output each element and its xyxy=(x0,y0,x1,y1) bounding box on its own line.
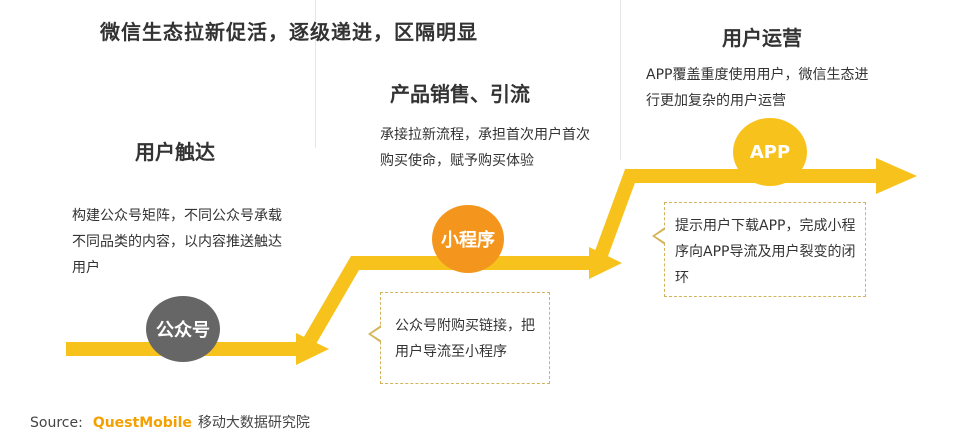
stage-3-title: 用户运营 xyxy=(722,26,802,50)
stage-2-note-text: 公众号附购买链接，把用户导流至小程序 xyxy=(395,318,535,360)
stage-2-description: 承接拉新流程，承担首次用户首次购买使命，赋予购买体验 xyxy=(380,127,590,169)
stage-1-circle-label: 公众号 xyxy=(156,320,210,341)
main-title: 微信生态拉新促活，逐级递进，区隔明显 xyxy=(100,20,478,44)
stage-2-note: 公众号附购买链接，把用户导流至小程序 xyxy=(368,292,550,384)
source-line: Source: QuestMobile 移动大数据研究院 xyxy=(30,412,310,432)
stage-3-circle-app: APP xyxy=(733,118,807,186)
source-org: 移动大数据研究院 xyxy=(197,415,310,431)
arrowhead-2 xyxy=(589,247,622,279)
source-brand: QuestMobile xyxy=(92,415,192,431)
stage-3-note-text: 提示用户下载APP，完成小程序向APP导流及用户裂变的闭环 xyxy=(675,218,856,286)
column-divider-2 xyxy=(620,0,621,160)
arrowhead-3 xyxy=(876,158,917,194)
source-label: Source: xyxy=(30,415,83,431)
arrowhead-1 xyxy=(296,333,329,365)
stage-1-title: 用户触达 xyxy=(135,140,215,164)
stage-3-circle-label: APP xyxy=(749,141,791,163)
stage-3-description: APP覆盖重度使用用户，微信生态进行更加复杂的用户运营 xyxy=(646,67,869,109)
stage-2-title: 产品销售、引流 xyxy=(390,82,530,106)
column-divider-1 xyxy=(315,0,316,148)
stage-2-circle-miniprogram: 小程序 xyxy=(432,205,504,273)
stage-3-note: 提示用户下载APP，完成小程序向APP导流及用户裂变的闭环 xyxy=(652,202,866,297)
stage-1-circle-gongzhonghao: 公众号 xyxy=(146,296,220,362)
stage-2-circle-label: 小程序 xyxy=(441,230,495,251)
stage-1-description: 构建公众号矩阵，不同公众号承载不同品类的内容，以内容推送触达用户 xyxy=(72,208,282,276)
